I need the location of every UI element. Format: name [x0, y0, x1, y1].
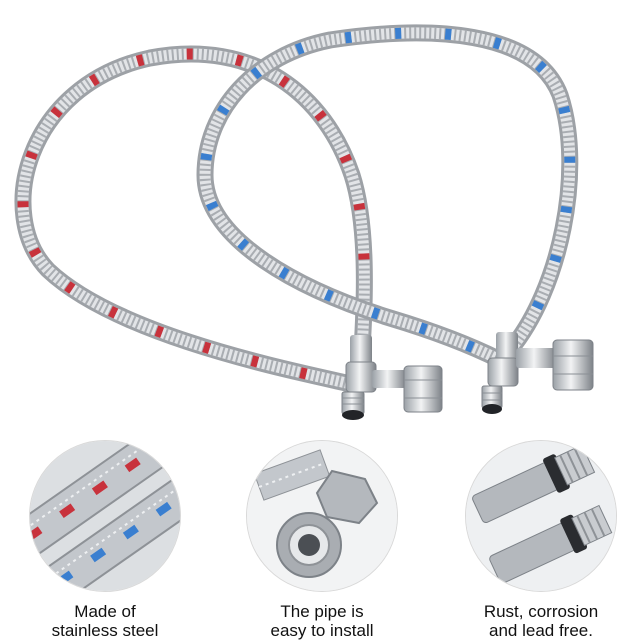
feature-caption: Rust, corrosion and lead free. [483, 602, 599, 640]
hex-nut-connector-image [246, 440, 398, 592]
braided-hose-closeup-icon [30, 441, 180, 591]
hex-nut-connector-icon [247, 441, 397, 591]
braided-hose-closeup-image [29, 440, 181, 592]
cold-water-hose [196, 24, 579, 369]
feature-stainless-steel: Made of stainless steel [5, 440, 205, 640]
feature-caption: Made of stainless steel [51, 602, 159, 640]
threaded-fittings-icon [466, 441, 616, 591]
feature-easy-install: The pipe is easy to install [222, 440, 422, 640]
feature-caption: The pipe is easy to install [270, 602, 374, 640]
threaded-fittings-image [465, 440, 617, 592]
feature-rust-free: Rust, corrosion and lead free. [441, 440, 640, 640]
hot-hose-fitting [341, 335, 443, 420]
cold-hose-fitting [481, 332, 594, 414]
braided-hoses-photo [14, 24, 594, 420]
hot-water-hose [14, 45, 373, 394]
